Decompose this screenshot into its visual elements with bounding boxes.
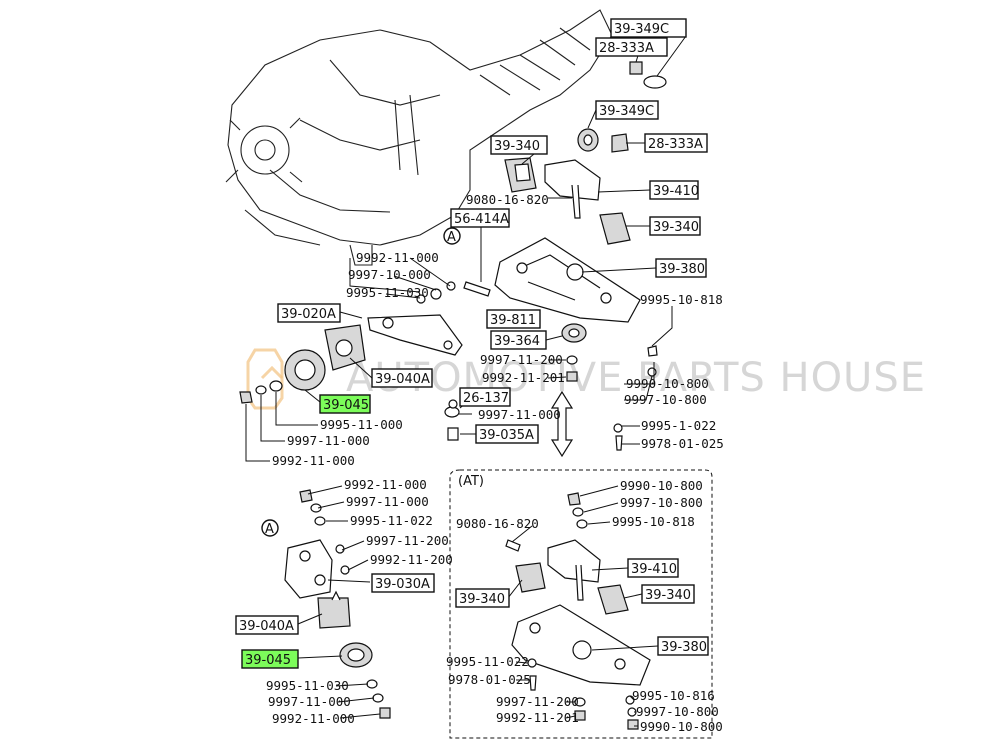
at-mount-assembly: [505, 492, 651, 730]
part-number-39-380: 39-380: [659, 262, 705, 277]
part-label-box: [486, 309, 541, 329]
at-section-frame: [449, 469, 713, 739]
part-number-9997-11-000: 9997-11-000: [346, 494, 429, 509]
part-number-9995-11-000: 9995-11-000: [320, 417, 403, 432]
part-number-39-410: 39-410: [653, 184, 699, 199]
part-label-box: [450, 208, 510, 228]
part-number-9992-11-200: 9992-11-200: [370, 552, 453, 567]
part-label-box: [371, 573, 435, 593]
part-number-39-340: 39-340: [653, 220, 699, 235]
part-number-9992-11-201: 9992-11-201: [496, 710, 579, 725]
part-number-9997-11-200: 9997-11-200: [480, 352, 563, 367]
part-label-box: [490, 135, 548, 155]
part-number-9997-11-000: 9997-11-000: [287, 433, 370, 448]
lower-left-mount-assembly: [284, 489, 391, 719]
part-number-39-340: 39-340: [645, 588, 691, 603]
part-number-9995-11-030: 9995-11-030: [346, 285, 429, 300]
part-label-box: [649, 216, 701, 236]
part-number-9992-11-201: 9992-11-201: [482, 370, 565, 385]
part-number-39-340: 39-340: [494, 139, 540, 154]
left-engine-mount-assembly: [239, 314, 463, 441]
watermark-text: AUTOMOTIVE PARTS HOUSE: [346, 355, 926, 401]
part-number-9990-10-800: 9990-10-800: [626, 376, 709, 391]
part-number-9995-10-818: 9995-10-818: [612, 514, 695, 529]
part-label-box: [277, 303, 341, 323]
part-number-9992-11-000: 9992-11-000: [356, 250, 439, 265]
part-number-39-020a: 39-020A: [281, 307, 336, 322]
watermark-logo: [246, 348, 284, 410]
part-label-box: [371, 368, 433, 388]
part-label-box: [627, 558, 679, 578]
section-label-at: (AT): [458, 474, 484, 489]
part-label-box: [455, 588, 510, 608]
part-label-box: [641, 584, 695, 604]
part-number-9080-16-820: 9080-16-820: [456, 516, 539, 531]
part-number-39-045: 39-045: [323, 398, 369, 413]
part-label-box: [644, 133, 708, 153]
engine-transmission-sketch: [225, 9, 613, 266]
part-label-box: [490, 330, 547, 350]
part-number-39-045: 39-045: [245, 653, 291, 668]
part-number-9978-01-025: 9978-01-025: [641, 436, 724, 451]
part-number-9997-11-200: 9997-11-200: [366, 533, 449, 548]
part-number-39-349c: 39-349C: [599, 104, 654, 119]
part-number-9997-11-000: 9997-11-000: [478, 407, 561, 422]
callout-letter-a: A: [265, 522, 274, 537]
callout-letter-a: A: [447, 230, 456, 245]
part-number-9997-11-000: 9997-11-000: [268, 694, 351, 709]
part-number-9995-11-022: 9995-11-022: [446, 654, 529, 669]
part-number-9995-11-022: 9995-11-022: [350, 513, 433, 528]
part-label-box: [595, 37, 668, 57]
part-label-box: [235, 615, 299, 635]
part-number-9992-11-000: 9992-11-000: [272, 453, 355, 468]
part-number-9990-10-800: 9990-10-800: [620, 478, 703, 493]
part-label-box: [475, 424, 539, 444]
part-number-39-030a: 39-030A: [375, 577, 430, 592]
part-label-box: [595, 100, 659, 120]
part-label-box: [459, 387, 511, 407]
part-number-28-333a: 28-333A: [648, 137, 703, 152]
part-label-box: [610, 18, 687, 38]
part-label-box: [649, 180, 699, 200]
part-label-box: [657, 636, 709, 656]
part-number-39-040a: 39-040A: [375, 372, 430, 387]
part-number-9995-10-818: 9995-10-818: [640, 292, 723, 307]
part-number-26-137: 26-137: [463, 391, 509, 406]
part-number-39-349c: 39-349C: [614, 22, 669, 37]
part-number-39-340: 39-340: [459, 592, 505, 607]
part-number-9992-11-000: 9992-11-000: [344, 477, 427, 492]
part-number-9990-10-800: 9990-10-800: [640, 719, 723, 734]
double-arrow-icon: [550, 390, 574, 458]
callout-circle-a: [261, 519, 279, 537]
part-number-39-035a: 39-035A: [479, 428, 534, 443]
part-number-9997-10-800: 9997-10-800: [636, 704, 719, 719]
part-number-39-380: 39-380: [661, 640, 707, 655]
callout-circle-a: [443, 227, 461, 245]
part-number-9995-1-022: 9995-1-022: [641, 418, 716, 433]
part-number-9997-10-000: 9997-10-000: [348, 267, 431, 282]
part-number-39-410: 39-410: [631, 562, 677, 577]
part-label-box: [655, 258, 707, 278]
part-number-9080-16-820: 9080-16-820: [466, 192, 549, 207]
part-number-56-414a: 56-414A: [454, 212, 509, 227]
part-number-28-333a: 28-333A: [599, 41, 654, 56]
part-number-39-040a: 39-040A: [239, 619, 294, 634]
part-number-9992-11-000: 9992-11-000: [272, 711, 355, 726]
part-label-box-highlighted: [319, 394, 371, 414]
part-number-39-364: 39-364: [494, 334, 540, 349]
part-label-box-highlighted: [241, 649, 299, 669]
part-number-9997-11-200: 9997-11-200: [496, 694, 579, 709]
part-number-9978-01-025: 9978-01-025: [448, 672, 531, 687]
part-number-9997-10-800: 9997-10-800: [624, 392, 707, 407]
part-number-9997-10-800: 9997-10-800: [620, 495, 703, 510]
part-number-9995-11-030: 9995-11-030: [266, 678, 349, 693]
rear-mount-assembly: [416, 61, 667, 451]
part-number-39-811: 39-811: [490, 313, 536, 328]
part-number-9995-10-816: 9995-10-816: [632, 688, 715, 703]
